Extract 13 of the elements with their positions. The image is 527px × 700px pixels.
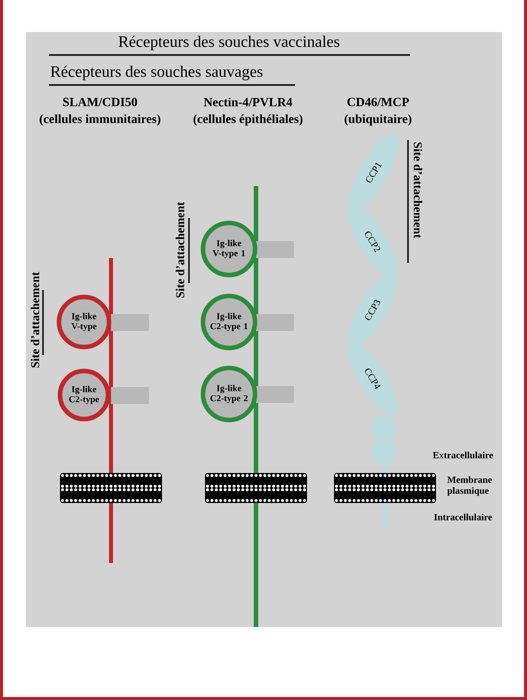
site-label: Site d’attachement <box>414 142 422 238</box>
site-label: Site d’attachement <box>176 202 184 298</box>
site-label: Site d’attachement <box>30 272 40 368</box>
receptor-name: Nectin-4/PVLR4 <box>204 98 292 106</box>
receptor-name: SLAM/CDI50 <box>63 98 138 106</box>
receptor-name: CD46/MCP <box>347 98 409 106</box>
receptor-name: (cellules épithéliales) <box>194 114 302 126</box>
title: Récepteurs des souches vaccinales <box>118 36 340 50</box>
subtitle: Récepteurs des souches sauvages <box>50 66 262 80</box>
receptor-name: (cellules immunitaires) <box>40 114 160 126</box>
region-label: Intracellulaire <box>434 514 492 520</box>
region-label: Membrane plasmique <box>447 476 492 496</box>
region-label: Extracellulaire <box>432 452 494 458</box>
